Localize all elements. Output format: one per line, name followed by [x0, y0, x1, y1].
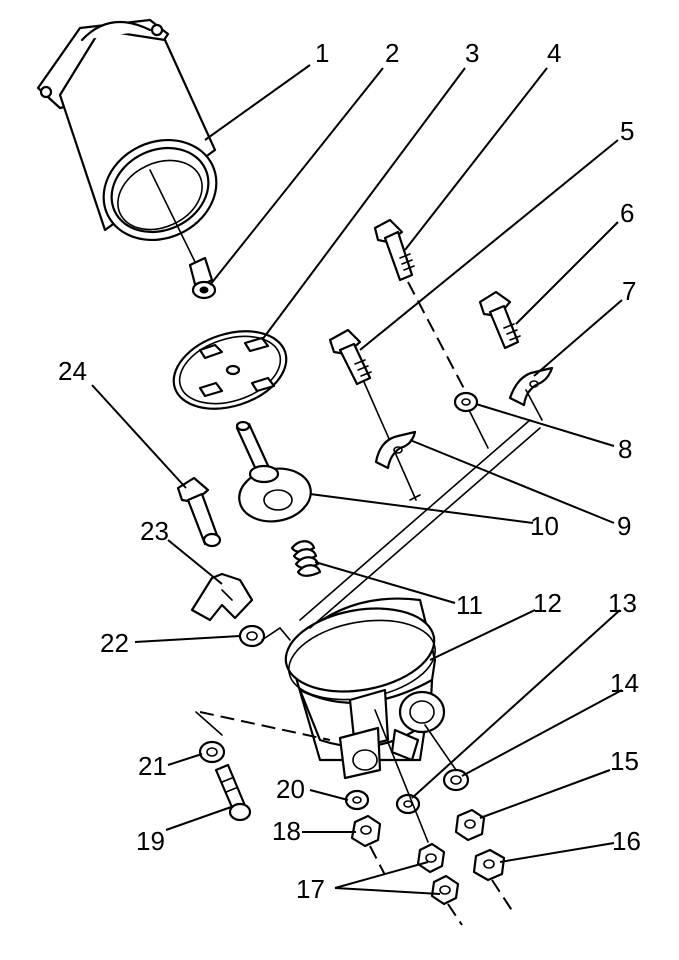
part-plate — [172, 330, 288, 410]
part-bolt-24 — [176, 476, 222, 548]
part-valve-body — [284, 597, 446, 780]
part-nut-16 — [472, 848, 506, 882]
callout-10: 10 — [530, 511, 559, 541]
callout-24: 24 — [58, 356, 87, 386]
part-housing — [36, 18, 218, 242]
callout-16: 16 — [612, 826, 641, 856]
callout-5: 5 — [620, 116, 634, 146]
part-washer-13 — [395, 793, 421, 815]
callout-6: 6 — [620, 198, 634, 228]
part-washer-8 — [453, 391, 479, 413]
callout-7: 7 — [622, 276, 636, 306]
part-bolt-6 — [478, 290, 521, 350]
callout-20: 20 — [276, 774, 305, 804]
part-washer-21 — [198, 740, 226, 764]
callout-14: 14 — [610, 668, 639, 698]
callout-19: 19 — [136, 826, 165, 856]
callout-4: 4 — [547, 38, 561, 68]
callout-3: 3 — [465, 38, 479, 68]
callout-8: 8 — [618, 434, 632, 464]
part-spring — [290, 540, 322, 577]
callout-9: 9 — [617, 511, 631, 541]
part-plug — [188, 256, 217, 300]
callout-11: 11 — [456, 590, 483, 620]
callout-23: 23 — [140, 516, 169, 546]
part-fork-23 — [190, 572, 254, 622]
part-shaft — [235, 420, 312, 523]
callout-12: 12 — [533, 588, 562, 618]
part-washer-20 — [344, 789, 370, 811]
part-washer-14 — [442, 768, 470, 792]
callout-13: 13 — [608, 588, 637, 618]
callout-17: 17 — [296, 874, 325, 904]
part-screw-19 — [214, 763, 252, 822]
part-washer-22 — [238, 624, 266, 648]
leader-lines — [91, 64, 623, 895]
callout-2: 2 — [385, 38, 399, 68]
callout-22: 22 — [100, 628, 129, 658]
part-nut-15 — [454, 808, 486, 842]
part-bolt-4 — [373, 218, 415, 282]
part-bolt-5 — [328, 328, 372, 386]
callout-15: 15 — [610, 746, 639, 776]
part-nut-17a — [416, 842, 446, 874]
part-nut-17b — [430, 874, 460, 906]
callout-21: 21 — [138, 751, 167, 781]
part-clip-9 — [374, 430, 417, 470]
callout-1: 1 — [315, 38, 329, 68]
callout-18: 18 — [272, 816, 301, 846]
part-nut-18 — [350, 814, 382, 848]
